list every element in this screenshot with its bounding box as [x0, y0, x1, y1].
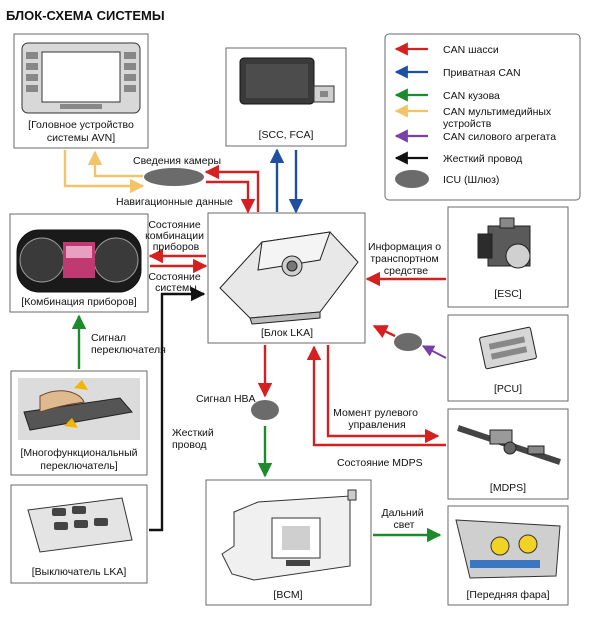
lka-camera-image: [219, 231, 359, 325]
lka-switch-image: [27, 497, 133, 553]
esc-image: [477, 217, 531, 269]
link-avn-to-icu: [63, 150, 145, 194]
icu-gateway-powertrain: [394, 333, 422, 351]
headlamp-label: [Передняя фара]: [466, 589, 549, 601]
cluster-label: [Комбинация приборов]: [21, 296, 136, 308]
mfs-label-line2: переключатель]: [40, 460, 118, 472]
legend-icu-label: ICU (Шлюз): [443, 174, 499, 186]
link-pcu-to-icu: [421, 345, 447, 359]
signal-cluster-state: Состояние комбинации приборов: [145, 219, 207, 253]
avn-head-unit: [Головное устройство системы AVN]: [13, 33, 149, 149]
signal-nav-data: Навигационные данные: [116, 196, 233, 208]
pcu-image: [479, 326, 537, 370]
signal-steering-torque: Момент рулевого управления: [333, 407, 421, 431]
pcu-unit: [PCU]: [447, 314, 569, 402]
signal-system-state: Состояние системы: [148, 271, 203, 294]
mdps-label: [MDPS]: [490, 482, 526, 494]
page-title: БЛОК-СХЕМА СИСТЕМЫ: [6, 8, 165, 23]
link-icu-to-lka-powertrain: [372, 324, 396, 339]
scc-fca-unit: [SCC, FCA]: [225, 47, 347, 147]
legend-label-5: Жесткий провод: [443, 153, 522, 165]
bcm-image: [221, 489, 357, 581]
lka-unit: [Блок LKA]: [207, 212, 366, 344]
signal-mdps-state: Состояние MDPS: [337, 457, 423, 469]
legend-label-0: CAN шасси: [443, 44, 499, 56]
signal-hard-wire: Жесткий провод: [172, 427, 217, 451]
headlamp-unit: [Передняя фара]: [447, 505, 569, 606]
mfs-image: [18, 378, 140, 440]
instrument-cluster: [Комбинация приборов]: [9, 213, 149, 313]
lka-switch-unit: [Выключатель LKA]: [10, 484, 148, 584]
legend-label-4: CAN силового агрегата: [443, 131, 556, 143]
legend-label-3-line2: устройств: [443, 118, 492, 130]
signal-switch: Сигнал переключателя: [91, 332, 166, 356]
legend-label-2: CAN кузова: [443, 90, 500, 102]
mfs-label-line1: [Многофункциональный: [20, 447, 137, 459]
signal-high-beam: Дальний свет: [382, 507, 427, 531]
signal-camera-info: Сведения камеры: [133, 155, 221, 167]
legend-icu-symbol: [395, 170, 429, 188]
lka-switch-label: [Выключатель LKA]: [32, 566, 127, 578]
link-lka-to-mdps: [326, 345, 440, 444]
bcm-label: [BCM]: [273, 589, 302, 601]
avn-label-line1: [Головное устройство: [28, 119, 134, 131]
multifunction-switch: [Многофункциональный переключатель]: [10, 370, 148, 476]
lka-label: [Блок LKA]: [261, 327, 313, 339]
scc-label: [SCC, FCA]: [259, 129, 314, 141]
pcu-label: [PCU]: [494, 383, 522, 395]
mdps-image: [457, 425, 561, 465]
signal-vehicle-info: Информация о транспортном средстве: [368, 241, 444, 277]
headlamp-image: [455, 519, 561, 579]
link-icu-to-avn: [87, 150, 143, 178]
link-icu-to-lka-nav: [206, 180, 256, 214]
mdps-unit: [MDPS]: [447, 408, 569, 500]
esc-label: [ESC]: [494, 288, 522, 300]
link-lka-to-icu-camera: [204, 164, 260, 212]
avn-device-image: [21, 42, 141, 114]
cluster-image: [16, 229, 142, 293]
link-mdps-to-lka: [306, 345, 446, 447]
bcm-unit: [BCM]: [205, 479, 372, 606]
icu-gateway-body: [251, 400, 279, 420]
legend-label-3: CAN мультимедийных: [443, 106, 552, 118]
scc-radar-image: [239, 57, 335, 105]
icu-gateway-multimedia: [144, 168, 204, 186]
avn-label-line2: системы AVN]: [47, 132, 115, 144]
signal-hba: Сигнал HBA: [196, 393, 256, 405]
legend-label-1: Приватная CAN: [443, 67, 521, 79]
link-lka-switch-to-lka: [149, 286, 206, 532]
esc-unit: [ESC]: [447, 206, 569, 308]
